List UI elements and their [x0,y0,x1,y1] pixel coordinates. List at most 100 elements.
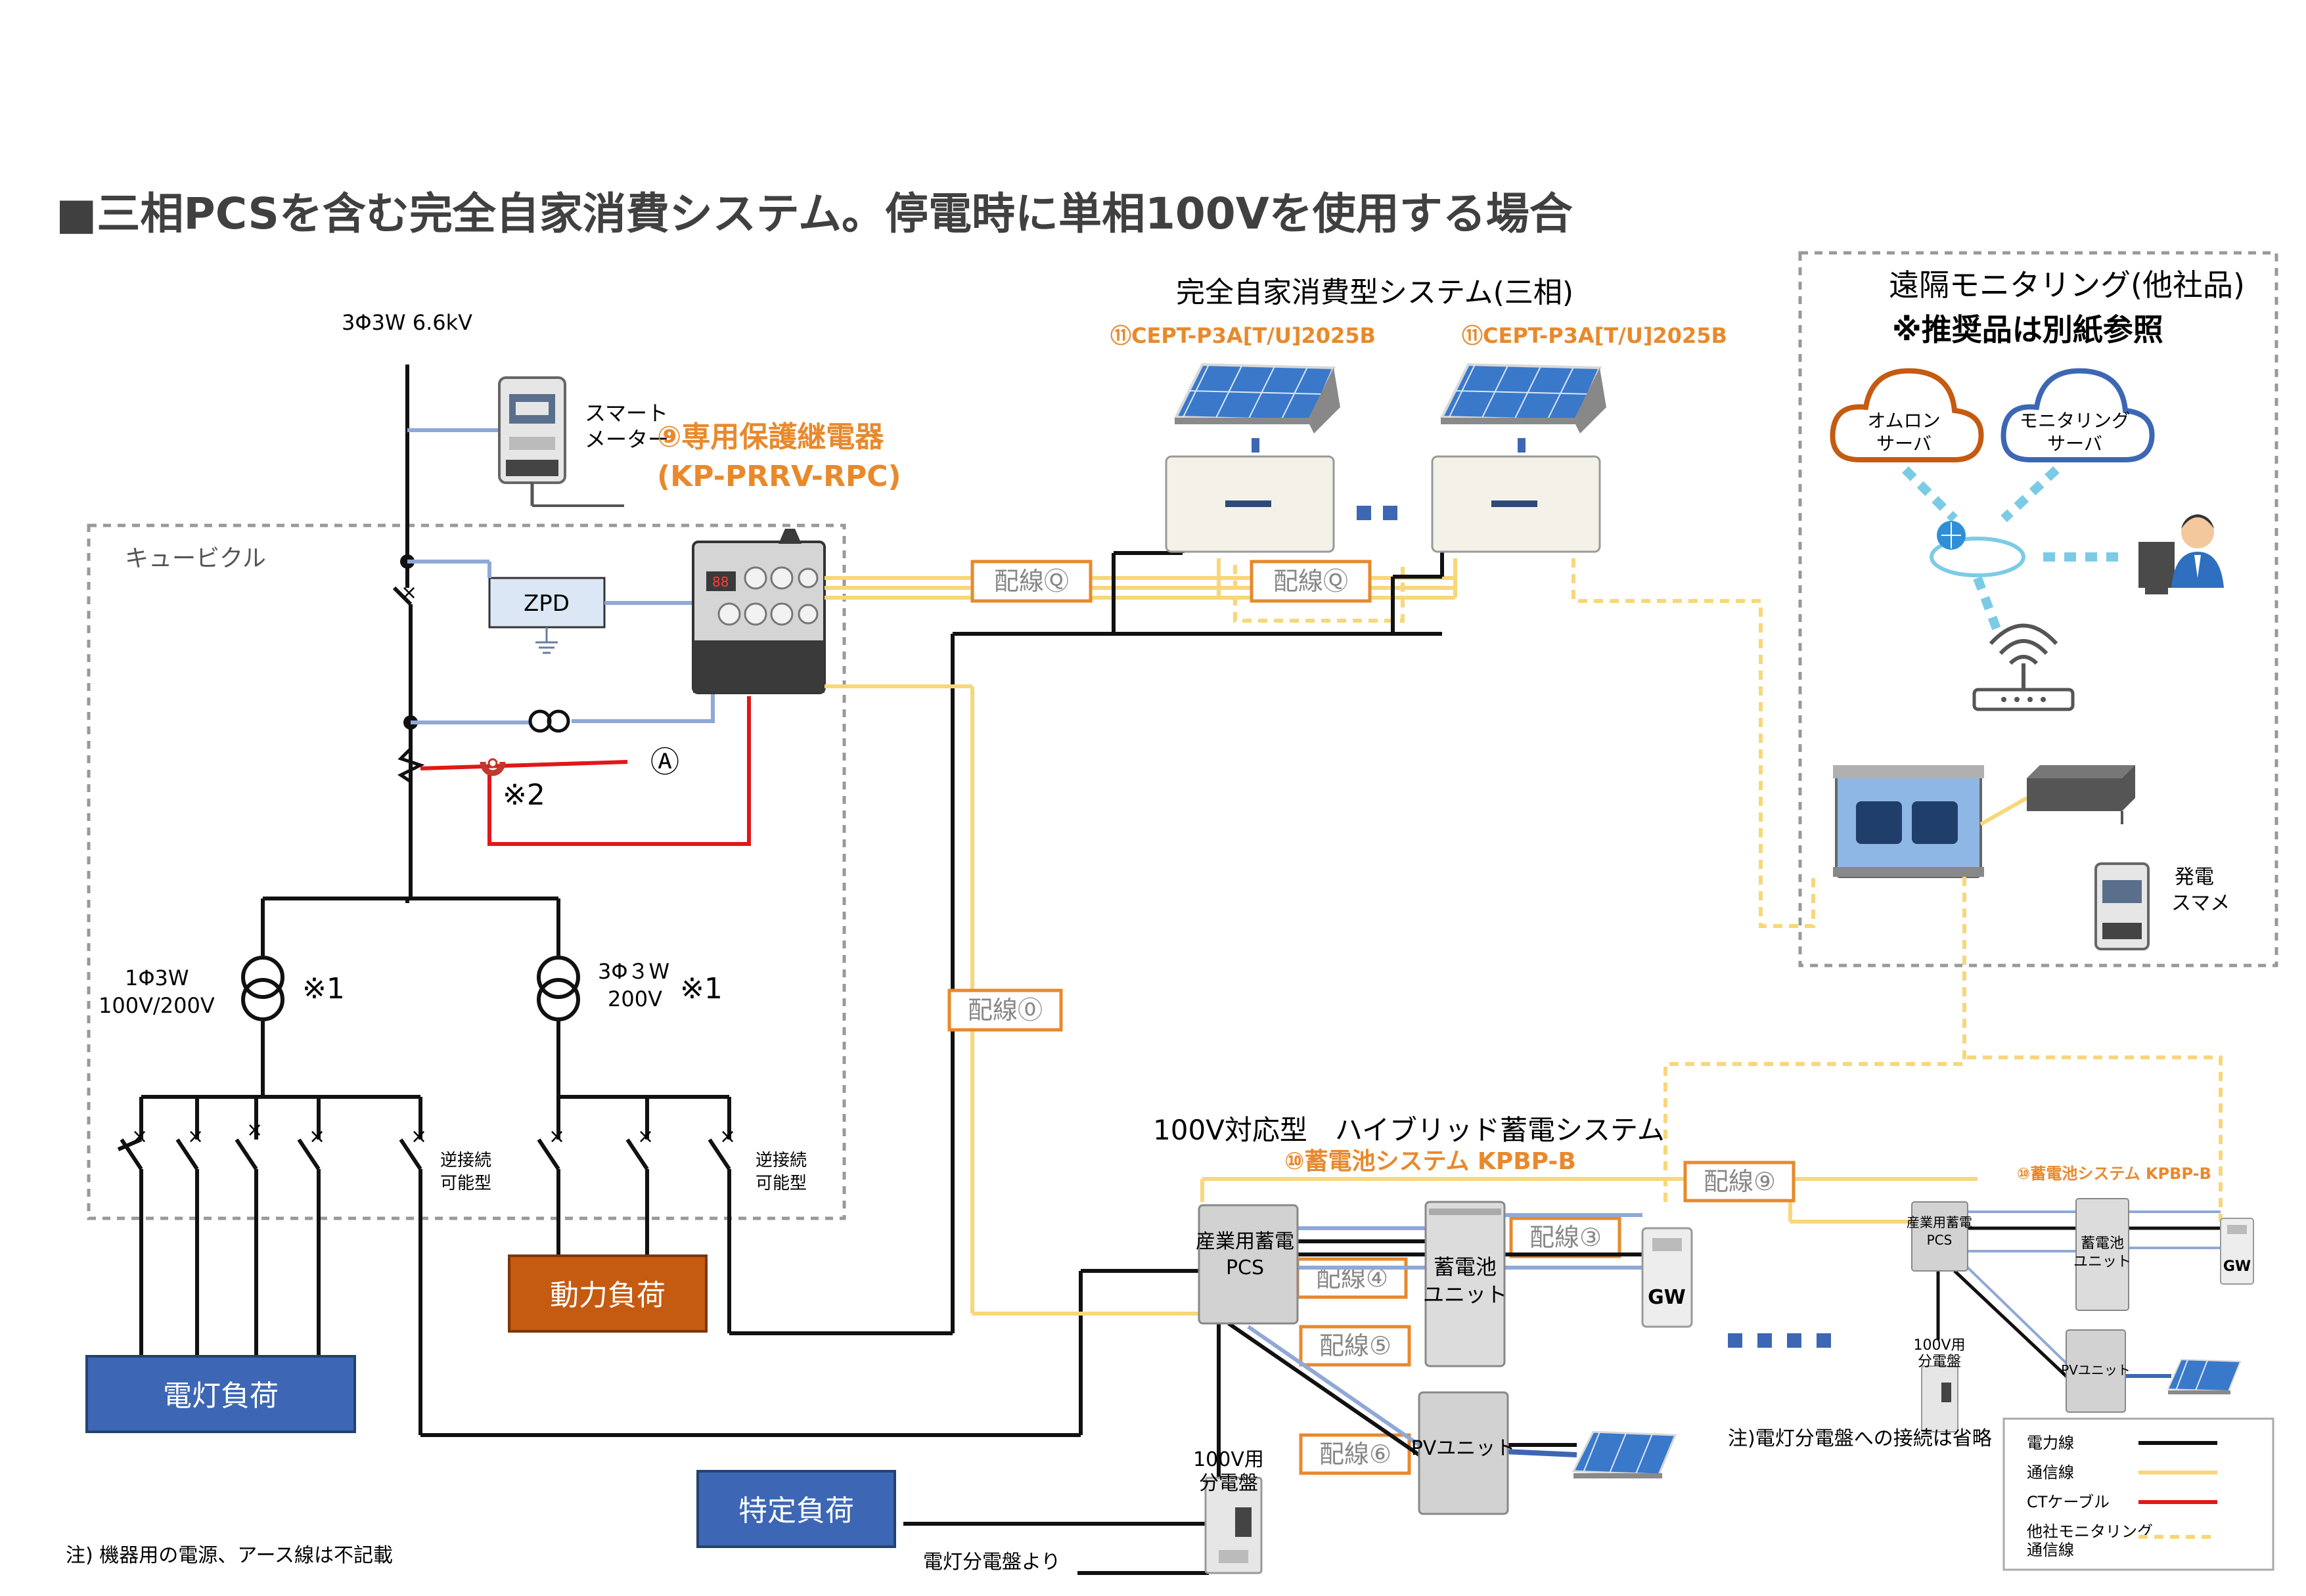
svg-text:PCS: PCS [1927,1232,1953,1248]
gen-meter-label-2: スマメ [2171,892,2230,915]
ellipsis-dot [1817,1333,1831,1348]
tr1-label-2: 100V/200V [99,993,215,1018]
legend-ct-label: CTケーブル [2027,1493,2110,1511]
hybrid-panel-icon [1204,1476,1263,1574]
zpd-box: ZPD [488,577,606,629]
svg-text:配線⓪: 配線⓪ [968,996,1043,1025]
reverse-label-1: 逆接続 [756,1151,807,1170]
pv-link-1 [1252,438,1259,453]
transformer-1 [241,956,284,1021]
hybrid-pv-panel-icon [1571,1430,1677,1478]
protective-relay-icon: 88 [692,529,826,694]
svg-text:PVユニット: PVユニット [1411,1437,1516,1460]
pv-unit-to-panel [1504,1449,1577,1457]
hybrid-panel-label-2: 分電盤 [1199,1472,1258,1495]
svg-text:配線⑤: 配線⑤ [1319,1331,1391,1360]
ct-clamp-icon [480,758,506,776]
wiring-label-4: 配線④ [1296,1257,1408,1299]
switch-x: × [187,1125,204,1148]
svg-text:配線⑥: 配線⑥ [1319,1440,1391,1469]
svg-text:モニタリング: モニタリング [2020,410,2130,432]
vt-to-relay [572,693,715,723]
ellipsis-dot [1383,506,1397,520]
ellipsis-dot [1757,1333,1772,1348]
hybrid-model: ⑩蓄電池システム KPBP-B [1284,1148,1576,1175]
wiring-label-5: 配線⑤ [1299,1325,1411,1367]
switch-x: × [719,1125,736,1148]
svg-text:ユニット: ユニット [1423,1282,1507,1307]
ct-note: ※2 [503,778,545,812]
hybrid-small-panel-label-1: 100V用 [1913,1337,1965,1354]
comm-lines [825,558,1978,1316]
hybrid-pcs-icon: 産業用蓄電 PCS [1196,1204,1299,1325]
ellipsis-dot [1787,1333,1801,1348]
cloud-icon-omron: オムロン サーバ [1830,368,1984,462]
svg-text:配線Ⓠ: 配線Ⓠ [1273,567,1348,596]
svg-text:産業用蓄電: 産業用蓄電 [1196,1230,1294,1253]
hybrid-pv-unit-icon: PVユニット [1411,1391,1516,1515]
transformer-2 [537,956,580,1021]
svg-text:GW: GW [2223,1258,2251,1275]
ct-cable [487,696,751,846]
svg-text:蓄電池: 蓄電池 [2081,1235,2124,1252]
page-title: ■三相PCSを含む完全自家消費システム。停電時に単相100Vを使用する場合 [56,188,1573,239]
smart-meter-label-1: スマート [585,401,668,426]
svg-text:配線⑨: 配線⑨ [1704,1167,1776,1196]
footer-note: 注) 機器用の電源、アース線は不記載 [66,1544,393,1567]
pv-model-2: ⑪CEPT-P3A[T/U]2025B [1462,323,1727,348]
pv-panel-icon [1439,363,1606,433]
svg-text:配線③: 配線③ [1529,1223,1602,1252]
wiring-label-3: 配線③ [1509,1216,1621,1258]
legend-comm-label: 通信線 [2027,1463,2074,1482]
pv-link-2 [1518,438,1526,453]
gen-meter-label-1: 発電 [2175,866,2214,889]
pv-system-title: 完全自家消費型システム(三相) [1176,276,1573,309]
cloud-dashed-links [1902,466,2122,632]
switch-x: × [309,1125,325,1148]
svg-text:PVユニット: PVユニット [2061,1362,2131,1378]
lighting-load-box: 電灯負荷 [85,1355,356,1433]
monitor-to-box [1979,796,2028,826]
wiring-label-q2: 配線Ⓠ [1250,560,1372,603]
svg-text:オムロン: オムロン [1867,410,1940,432]
relay-label-2: (KP-PRRV-RPC) [657,460,901,493]
switch-x: × [637,1125,654,1148]
reverse-label-2: 可能型 [756,1174,807,1193]
pv-model-1: ⑪CEPT-P3A[T/U]2025B [1110,323,1376,348]
globe-icon [1930,521,2025,577]
tr2-note: ※1 [680,972,723,1006]
switch-x: × [549,1125,565,1148]
legend-power-label: 電力線 [2027,1434,2074,1452]
tr1-note: ※1 [302,972,345,1006]
reverse-label-1: 逆接続 [440,1151,491,1170]
hybrid-gw-icon: GW [1641,1227,1693,1328]
monitor-dashed-hybrid-2 [1962,1051,2223,1222]
tr2-label-2: 200V [608,986,662,1011]
vt-icon [528,709,570,733]
legend-monitor-label-2: 通信線 [2027,1541,2074,1559]
lighting-load-label: 電灯負荷 [163,1379,279,1413]
hybrid-small-power [1936,1226,2221,1381]
monitoring-frame [1798,251,2278,967]
switch-x: × [411,1125,427,1148]
monitoring-subtitle: ※推奨品は別紙参照 [1892,312,2163,347]
hybrid-small-lines [1963,1210,2221,1374]
gen-smart-meter-icon [2094,862,2150,950]
switch-x: × [246,1119,263,1142]
legend: 電力線 通信線 CTケーブル 他社モニタリング 通信線 [2002,1417,2274,1571]
router-icon [1972,623,2075,711]
source-label: 3Φ3W 6.6kV [342,310,472,335]
svg-text:GW: GW [1648,1286,1686,1309]
hybrid-small-panel-icon [1921,1365,1958,1432]
pv-power-lines [1112,545,1444,636]
hybrid-small-panel-label-2: 分電盤 [1918,1354,1961,1370]
monitoring-title: 遠隔モニタリング(他社品) [1889,267,2245,303]
fuse-symbol [397,747,425,784]
hybrid-small-model: ⑩蓄電池システム KPBP-B [2017,1164,2211,1183]
pv-panel-icon [1173,363,1340,433]
pv-inverter-1 [1165,455,1335,553]
cubicle-label: キュービクル [125,545,266,572]
relay-label-1: ⑨専用保護継電器 [657,420,884,454]
svg-text:配線Ⓠ: 配線Ⓠ [994,567,1069,596]
